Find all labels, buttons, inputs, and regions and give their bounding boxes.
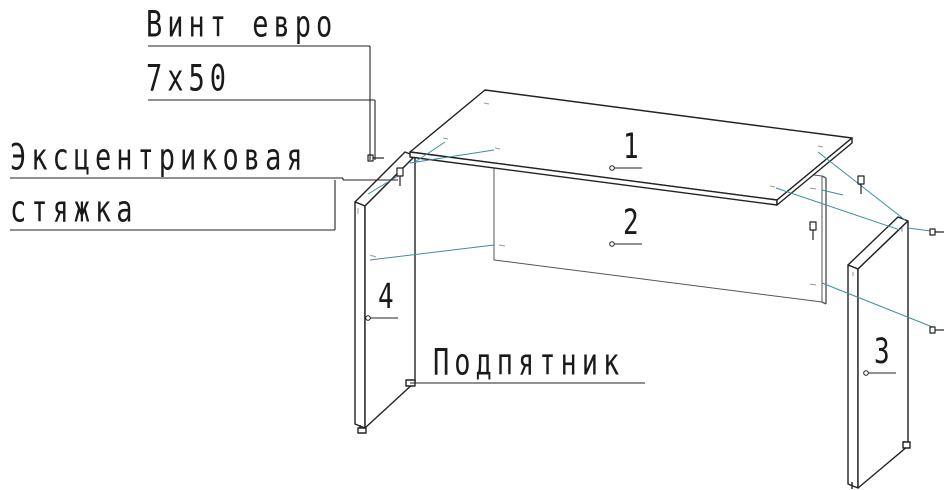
euro-screw-size-label: 7x50 [146,58,232,100]
left-leg [354,151,416,434]
part-number-right-leg: 3 [874,332,890,373]
leader-dots [365,165,869,376]
tabletop [409,89,853,206]
cam-lock-label-2: стяжка [10,189,138,231]
cam-lock-icon [396,167,865,240]
glide-label: Подпятник [433,342,625,384]
right-leg [847,216,911,489]
cam-lock-label: Эксцентриковая [10,137,308,179]
assembly-lines [367,141,939,329]
part-number-left-leg: 4 [378,277,394,318]
part-number-modesty-panel: 2 [623,203,639,244]
part-number-top: 1 [623,127,639,168]
leader-lines [10,45,896,384]
euro-screw-label: Винт евро [146,4,338,46]
